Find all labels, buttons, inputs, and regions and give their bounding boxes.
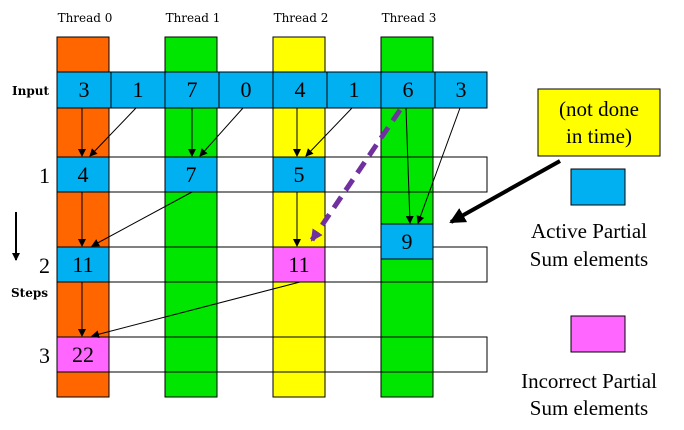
step-3-label: 3 [39, 343, 50, 368]
step1-cell-thread1 [164, 156, 218, 193]
not-done-note-line1: (not done [559, 97, 639, 121]
legend-incorrect-swatch [570, 315, 626, 353]
step1-cell-thread0 [56, 156, 110, 193]
input-value: 0 [241, 77, 252, 102]
input-row [56, 71, 488, 109]
step2-cell-thread2-incorrect [272, 246, 326, 283]
not-done-note-line2: in time) [566, 124, 632, 148]
step-2-label: 2 [39, 253, 50, 278]
note-pointer-arrow [449, 159, 561, 224]
steps-label: Steps [11, 286, 48, 300]
step-1-label: 1 [39, 163, 50, 188]
input-value: 7 [187, 77, 198, 102]
not-done-note-box [537, 88, 661, 157]
legend-active-swatch [570, 168, 626, 206]
thread-0-label: Thread 0 [58, 11, 113, 25]
thread-1-label: Thread 1 [166, 11, 221, 25]
step1-cell-thread2 [272, 156, 326, 193]
input-cell-dividers [110, 72, 436, 108]
step2-value-incorrect: 11 [288, 252, 309, 277]
input-value: 3 [456, 77, 467, 102]
input-value: 1 [349, 77, 360, 102]
legend-incorrect-line2: Sum elements [530, 396, 648, 420]
step2-cell-thread0 [56, 246, 110, 283]
input-value: 4 [295, 77, 306, 102]
late-write-arrow [309, 108, 403, 242]
step1-value: 7 [186, 162, 197, 187]
input-value: 1 [133, 77, 144, 102]
step3-value: 22 [72, 342, 94, 367]
input-row-label: Input [12, 84, 49, 98]
step2-value: 11 [72, 252, 93, 277]
legend-incorrect-line1: Incorrect Partial [521, 369, 657, 393]
input-value: 6 [403, 77, 414, 102]
step1-value: 5 [294, 162, 305, 187]
flow-arrows [78, 107, 461, 339]
step2-cell-thread3-late [380, 223, 434, 260]
input-value: 3 [79, 77, 90, 102]
legend-active-line1: Active Partial [531, 219, 647, 243]
thread-2-label: Thread 2 [274, 11, 329, 25]
legend-active-line2: Sum elements [530, 247, 648, 271]
thread-3-label: Thread 3 [382, 11, 437, 25]
step2-value-late: 9 [402, 229, 413, 254]
step3-cell-thread0-incorrect [56, 336, 110, 373]
step1-value: 4 [78, 162, 89, 187]
